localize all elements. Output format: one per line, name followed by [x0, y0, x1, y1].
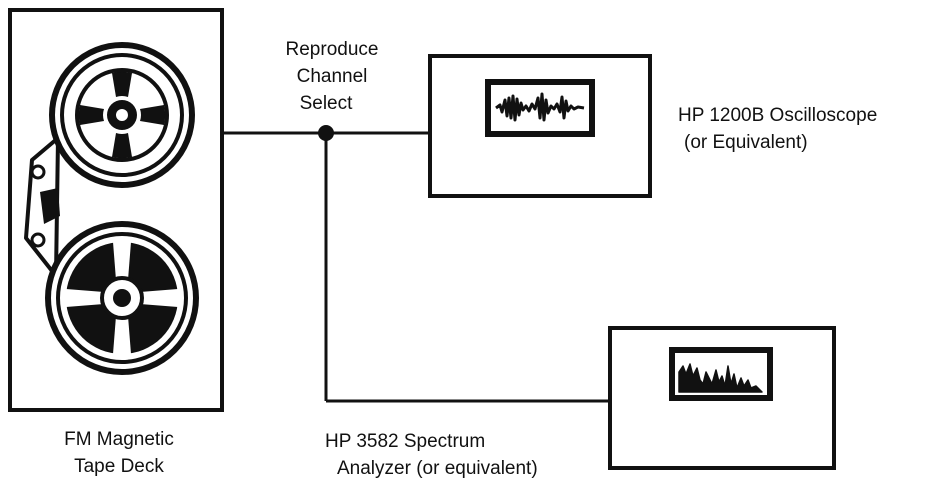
lower-reel-icon	[45, 221, 199, 375]
tape-deck	[8, 8, 224, 412]
spectrum-analyzer	[608, 326, 836, 470]
tape-deck-label: FM Magnetic Tape Deck	[46, 426, 192, 480]
tape-deck-label-line1: FM Magnetic	[64, 429, 174, 450]
channel-select-label-line1: Reproduce	[285, 39, 379, 60]
oscilloscope-label: HP 1200B Oscilloscope (or Equivalent)	[678, 102, 877, 156]
spectrum-analyzer-label: HP 3582 Spectrum Analyzer (or equivalent…	[325, 428, 538, 482]
upper-reel-icon	[49, 42, 195, 188]
channel-select-junction	[318, 125, 334, 141]
spectrum-analyzer-label-line1: HP 3582 Spectrum	[325, 431, 486, 452]
spectrum-analyzer-label-line2: Analyzer (or equivalent)	[337, 458, 538, 479]
spectrum-display-icon	[678, 363, 763, 393]
oscilloscope-waveform-icon	[495, 92, 585, 122]
tape-head-assembly	[24, 136, 60, 278]
oscilloscope	[428, 54, 652, 198]
oscilloscope-label-line1: HP 1200B Oscilloscope	[678, 105, 878, 126]
channel-select-label-line3: Select	[299, 93, 353, 114]
oscilloscope-label-line2: (or Equivalent)	[684, 132, 808, 153]
tape-deck-label-line2: Tape Deck	[74, 456, 164, 477]
channel-select-label: Reproduce Channel Select	[262, 36, 402, 117]
channel-select-label-line2: Channel	[296, 66, 368, 87]
